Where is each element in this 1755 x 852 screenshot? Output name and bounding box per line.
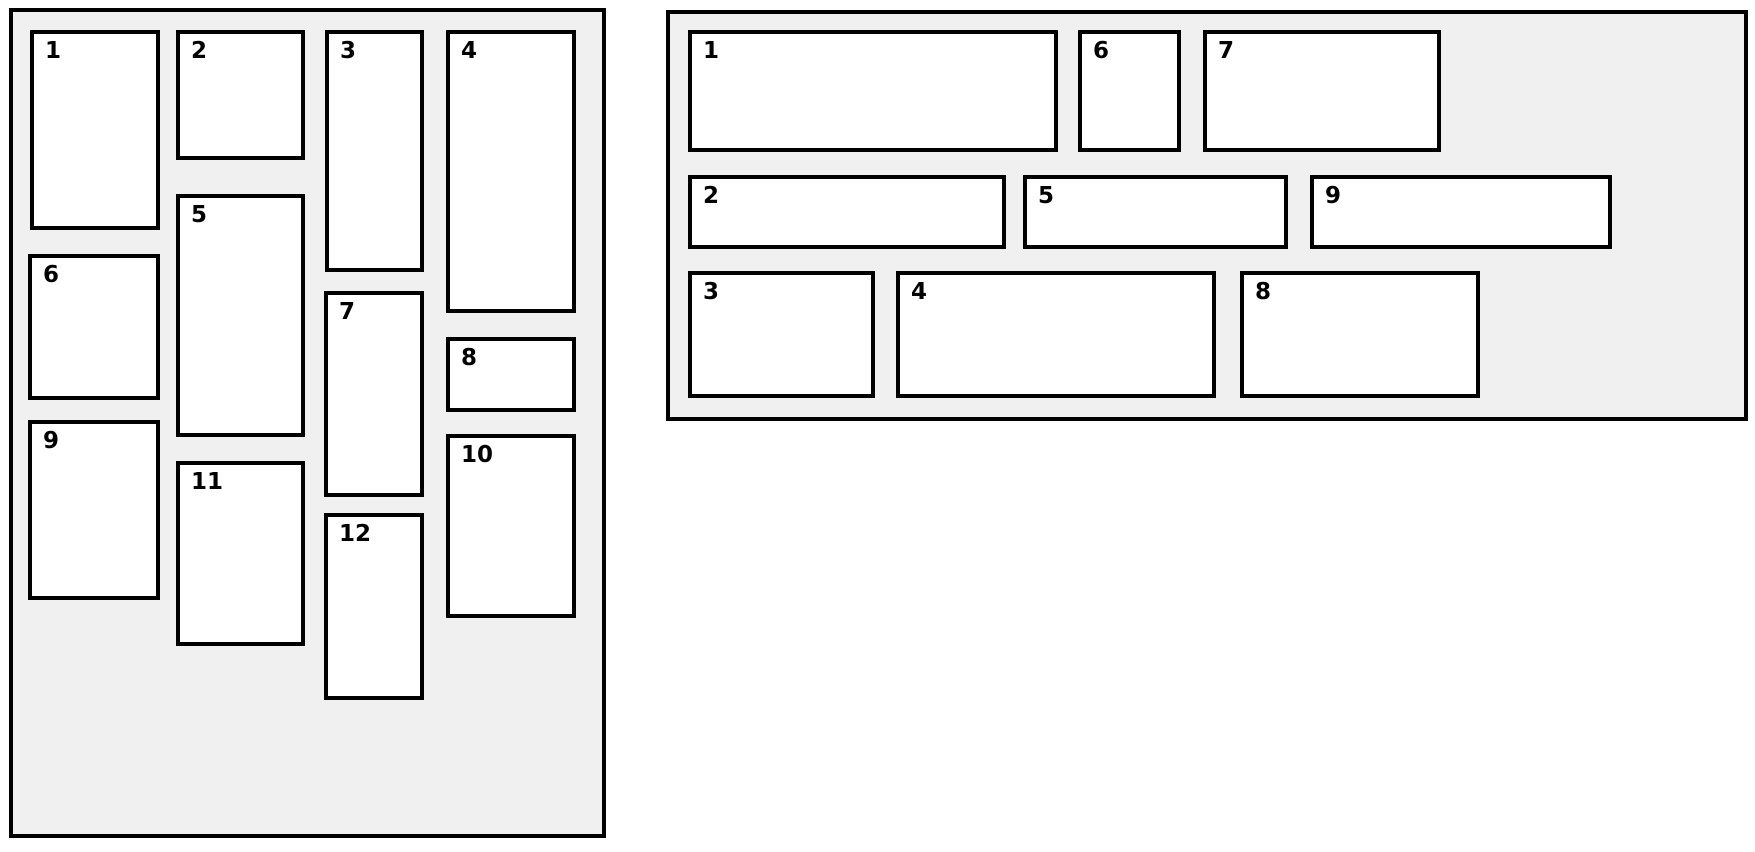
layout-box[interactable]: 1 xyxy=(688,30,1058,152)
layout-box[interactable]: 8 xyxy=(1240,271,1480,398)
box-number-label: 8 xyxy=(1255,279,1272,305)
layout-box[interactable]: 11 xyxy=(176,461,305,646)
layout-box[interactable]: 5 xyxy=(1023,175,1288,249)
box-number-label: 4 xyxy=(911,279,928,305)
box-number-label: 3 xyxy=(340,38,357,64)
box-number-label: 2 xyxy=(703,183,720,209)
layout-box[interactable]: 10 xyxy=(446,434,576,618)
layout-box[interactable]: 4 xyxy=(446,30,576,313)
layout-box[interactable]: 6 xyxy=(28,254,160,400)
layout-box[interactable]: 7 xyxy=(324,291,424,497)
box-number-label: 9 xyxy=(1325,183,1342,209)
box-number-label: 4 xyxy=(461,38,478,64)
box-number-label: 2 xyxy=(191,38,208,64)
layout-box[interactable]: 12 xyxy=(324,513,424,700)
box-number-label: 12 xyxy=(339,521,372,547)
box-number-label: 6 xyxy=(1093,38,1110,64)
layout-box[interactable]: 3 xyxy=(325,30,424,272)
box-number-label: 1 xyxy=(45,38,62,64)
layout-box[interactable]: 4 xyxy=(896,271,1216,398)
box-number-label: 8 xyxy=(461,345,478,371)
layout-box[interactable]: 6 xyxy=(1078,30,1181,152)
layout-box[interactable]: 3 xyxy=(688,271,875,398)
box-number-label: 7 xyxy=(339,299,356,325)
box-number-label: 7 xyxy=(1218,38,1235,64)
box-number-label: 5 xyxy=(1038,183,1055,209)
box-number-label: 3 xyxy=(703,279,720,305)
box-number-label: 11 xyxy=(191,469,224,495)
layout-box[interactable]: 7 xyxy=(1203,30,1441,152)
box-number-label: 1 xyxy=(703,38,720,64)
box-number-label: 9 xyxy=(43,428,60,454)
box-number-label: 10 xyxy=(461,442,494,468)
layout-box[interactable]: 2 xyxy=(176,30,305,160)
layout-box[interactable]: 9 xyxy=(1310,175,1612,249)
box-number-label: 5 xyxy=(191,202,208,228)
layout-box[interactable]: 9 xyxy=(28,420,160,600)
layout-box[interactable]: 5 xyxy=(176,194,305,437)
layout-box[interactable]: 2 xyxy=(688,175,1006,249)
box-number-label: 6 xyxy=(43,262,60,288)
layout-box[interactable]: 1 xyxy=(30,30,160,230)
layout-box[interactable]: 8 xyxy=(446,337,576,412)
